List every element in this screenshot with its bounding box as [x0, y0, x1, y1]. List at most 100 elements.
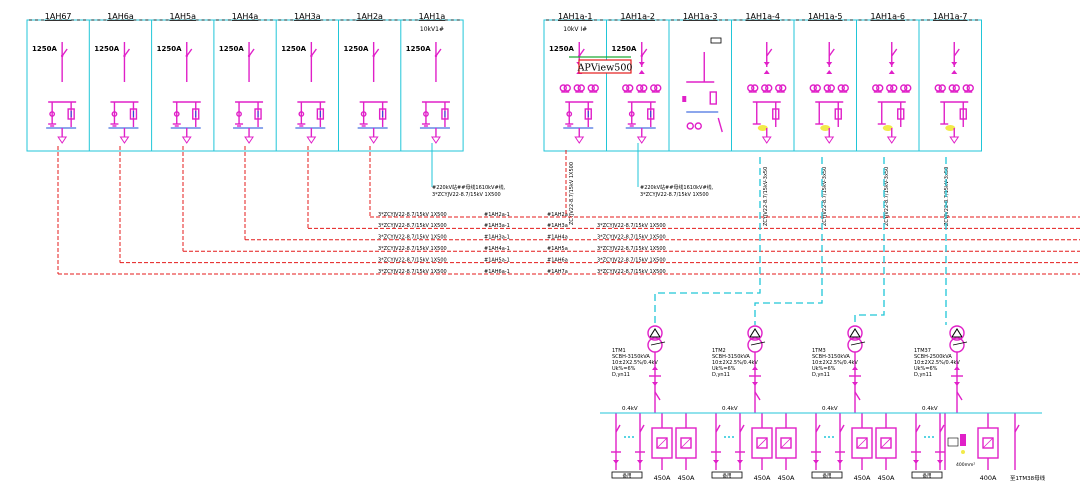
- cable-dest: 3*ZCYJV22-8.7/15kV 1X500: [597, 246, 666, 252]
- cable-spec: 3*ZCYJV22-8.7/15kV 1X500: [378, 257, 447, 263]
- cabinet-sub: 10kV1#: [420, 26, 444, 33]
- transformer-id: 1TM3: [812, 348, 826, 354]
- right-cabinet: 1AH1a-3: [668, 12, 730, 151]
- lv-rating: 450A: [878, 474, 895, 482]
- transformer-delta-icon: [749, 328, 761, 338]
- cable-from: #1AH6a-1: [484, 269, 510, 275]
- spare-box-label: 备用: [723, 472, 732, 479]
- transformer-ratio: 10±2X2.5%/0.4kV: [812, 360, 858, 366]
- cable-to: #1AH6a: [547, 257, 568, 263]
- transformer-winding-icon: [847, 325, 863, 341]
- right-cabinet: 1AH1a-6: [856, 12, 917, 151]
- left-cabinet: 1AH4a 1250A: [213, 12, 275, 151]
- cable-to: #1AH4a: [547, 235, 568, 241]
- transformer-delta-icon: [849, 328, 861, 338]
- spare-box: [711, 471, 743, 479]
- cabinet-id: 1AH1a-2: [620, 12, 655, 21]
- last-group-extra: [944, 413, 1020, 470]
- transformer-feed-links: [654, 157, 947, 325]
- transformer-id: 1TM1: [612, 348, 626, 354]
- transformer: 1TM3SCBH-3150kVA10±2X2.5%/0.4kVUk%=6%D,y…: [812, 325, 866, 413]
- cabinet-id: 1AH6a: [107, 12, 134, 21]
- breaker-rating: 1250A: [549, 45, 574, 53]
- transformer-group: D,yn11: [914, 372, 932, 378]
- watermark-label: APView500: [577, 59, 633, 74]
- right-cabinet: 1AH1a-5: [793, 12, 855, 151]
- transformer-uk: Uk%=6%: [612, 366, 636, 372]
- spare-box-label: 备用: [923, 472, 932, 479]
- lv-rating: 450A: [654, 474, 671, 482]
- cable-spec: 3*ZCYJV22-8.7/15kV 1X500: [378, 212, 447, 218]
- watermark-text: APView500: [577, 63, 633, 74]
- transformer-model: SCBH-3150kVA: [612, 354, 650, 360]
- left-cabinet: 1AH6a 1250A: [88, 12, 150, 151]
- transformer-winding-icon: [949, 325, 965, 341]
- transformer-model: SCBH-2500kVA: [914, 354, 952, 360]
- cable-from: #1AH2a-1: [484, 212, 510, 218]
- lv-rating: 450A: [754, 474, 771, 482]
- breaker-rating: 1250A: [281, 45, 306, 53]
- cabinet-sub: 10kV I#: [563, 26, 587, 33]
- cable-dest: 3*ZCYJV22-8.7/15kV 1X500: [597, 223, 666, 229]
- last-group-note: 至1TM38母线: [1010, 474, 1046, 482]
- cabinet-id: 1AH4a: [232, 12, 259, 21]
- spare-box-label: 备用: [623, 472, 632, 479]
- cabinet-id: 1AH1a-3: [683, 12, 718, 21]
- transformer-ratio: 10±2X2.5%/0.4kV: [612, 360, 658, 366]
- breaker-rating: 1250A: [344, 45, 369, 53]
- cabinet-id: 1AH5a: [169, 12, 196, 21]
- cable-to: #1AH3a: [547, 223, 568, 229]
- transformer-group: D,yn11: [712, 372, 730, 378]
- incoming-note-1-line2: 3*ZCYJV22-8.7/15kV 1X500: [432, 192, 501, 198]
- vertical-cable-main: ZCYJV22-8.7/15kV 1X500: [569, 162, 575, 225]
- transformer-ratio: 10±2X2.5%/0.4kV: [914, 360, 960, 366]
- vertical-cable-4: ZCYJV22-8.7/15kV-3x50: [763, 167, 769, 226]
- cable-from: #1AH4a-1: [484, 246, 510, 252]
- incoming-note-2-line1: #220kV站##母线1610kV#线,: [640, 184, 714, 191]
- breaker-rating: 1250A: [219, 45, 244, 53]
- transformer-model: SCBH-3150kVA: [712, 354, 750, 360]
- transformer-uk: Uk%=6%: [712, 366, 736, 372]
- transformer: 1TM2SCBH-3150kVA10±2X2.5%/0.4kVUk%=6%D,y…: [712, 325, 766, 413]
- left-cabinet: 1AH67 1250A: [29, 12, 88, 144]
- transformer-groups: 1TM1SCBH-3150kVA10±2X2.5%/0.4kVUk%=6%D,y…: [611, 325, 1020, 482]
- spare-box-label: 备用: [823, 472, 832, 479]
- cable-to: #1AH5a: [547, 246, 568, 252]
- spare-box: [811, 471, 843, 479]
- left-switchgear-block: 1AH671250A1AH6a1250A1AH5a1250A1AH4a1250A…: [26, 12, 464, 152]
- last-group-small: 400mm²: [956, 462, 975, 468]
- transformer: 1TM1SCBH-3150kVA10±2X2.5%/0.4kVUk%=6%D,y…: [612, 325, 666, 413]
- left-block-frame: [26, 19, 464, 152]
- cabinet-id: 1AH1a-6: [870, 12, 905, 21]
- breaker-rating: 1250A: [32, 45, 57, 53]
- feeder-cable-rows: 3*ZCYJV22-8.7/15kV 1X500#1AH2a-1#1AH2a3*…: [57, 146, 1080, 275]
- transformer-id: 1TM37: [914, 348, 931, 354]
- transformer-winding-icon: [647, 325, 663, 341]
- cabinet-id: 1AH67: [45, 12, 72, 21]
- cable-row: 3*ZCYJV22-8.7/15kV 1X500 #1AH4a-1 #1AH5a 3*…: [182, 146, 1080, 252]
- cabinet-id: 1AH1a-7: [933, 12, 968, 21]
- transformer: 1TM37SCBH-2500kVA10±2X2.5%/0.4kVUk%=6%D,…: [914, 325, 968, 413]
- breaker-rating: 1250A: [612, 45, 637, 53]
- transformer-uk: Uk%=6%: [812, 366, 836, 372]
- cable-from: #1AH3a-1: [484, 223, 510, 229]
- cabinet-id: 1AH1a-5: [808, 12, 843, 21]
- cable-spec: 3*ZCYJV22-8.7/15kV 1X500: [378, 223, 447, 229]
- cable-spec: 3*ZCYJV22-8.7/15kV 1X500: [378, 235, 447, 241]
- vertical-cable-7: ZCYJV22-8.7/15kV-3x50: [944, 167, 950, 226]
- right-cabinet: 1AH1a-4: [731, 12, 792, 151]
- breaker-rating: 1250A: [94, 45, 119, 53]
- incoming-note-2-line2: 3*ZCYJV22-8.7/15kV 1X500: [640, 192, 709, 198]
- right-cabinet: 1AH1a-7: [918, 12, 980, 151]
- spare-box: [611, 471, 643, 479]
- cable-from: #1AH3a-1: [484, 235, 510, 241]
- cable-row: 3*ZCYJV22-8.7/15kV 1X500 #1AH3a-1 #1AH3a 3*…: [307, 146, 1080, 229]
- vertical-cable-5: ZCYJV22-8.7/15kV-3x50: [822, 167, 828, 226]
